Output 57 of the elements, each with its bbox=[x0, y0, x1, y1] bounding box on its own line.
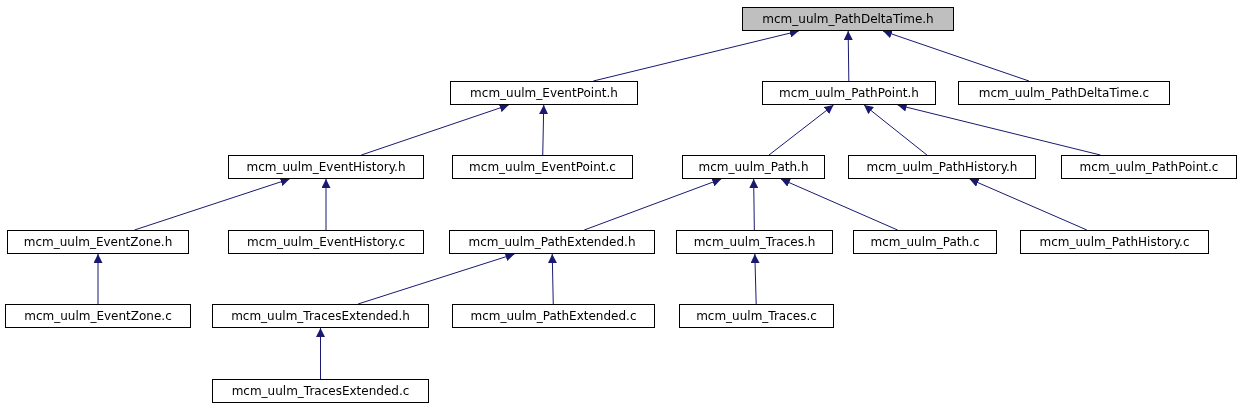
file-name: mcm_uulm_Path.h bbox=[698, 160, 809, 174]
file-name: mcm_uulm_PathHistory.h bbox=[866, 160, 1018, 174]
file-box bbox=[682, 155, 825, 179]
file-box bbox=[676, 230, 833, 254]
arrow bbox=[360, 103, 510, 156]
file-name: mcm_uulm_PathDeltaTime.h bbox=[762, 12, 934, 26]
file-box bbox=[742, 7, 954, 31]
arrow bbox=[134, 177, 290, 231]
file-name: mcm_uulm_PathExtended.c bbox=[470, 309, 637, 323]
file-name: mcm_uulm_Traces.c bbox=[696, 309, 817, 323]
file-name: mcm_uulm_EventZone.c bbox=[24, 309, 172, 323]
file-name: mcm_uulm_TracesExtended.h bbox=[231, 309, 410, 323]
arrow bbox=[768, 104, 834, 156]
arrow bbox=[93, 253, 103, 305]
file-box bbox=[762, 81, 936, 105]
file-name: mcm_uulm_TracesExtended.c bbox=[231, 384, 410, 398]
file-box bbox=[228, 230, 424, 254]
file-name: mcm_uulm_EventHistory.c bbox=[247, 235, 405, 249]
file-box bbox=[848, 155, 1036, 179]
arrow bbox=[780, 178, 899, 231]
file-name: mcm_uulm_EventPoint.h bbox=[470, 86, 618, 100]
arrow bbox=[969, 178, 1088, 231]
arrow bbox=[882, 29, 1030, 82]
file-box bbox=[7, 230, 189, 254]
arrow bbox=[539, 104, 549, 156]
arrow bbox=[357, 252, 515, 305]
file-box bbox=[679, 304, 834, 328]
file-box bbox=[853, 230, 997, 254]
file-box bbox=[212, 304, 429, 328]
file-name: mcm_uulm_EventZone.h bbox=[23, 235, 173, 249]
file-name: mcm_uulm_PathPoint.h bbox=[779, 86, 919, 100]
arrow bbox=[863, 104, 928, 156]
file-box bbox=[1020, 230, 1209, 254]
file-box bbox=[452, 304, 655, 328]
file-box bbox=[958, 81, 1170, 105]
arrow bbox=[321, 178, 331, 231]
file-box bbox=[228, 155, 424, 179]
arrow bbox=[843, 30, 853, 82]
file-box bbox=[5, 304, 191, 328]
file-name: mcm_uulm_PathDeltaTime.c bbox=[978, 86, 1150, 100]
file-name: mcm_uulm_EventPoint.c bbox=[469, 160, 616, 174]
arrow bbox=[547, 253, 557, 305]
file-name: mcm_uulm_EventHistory.h bbox=[246, 160, 406, 174]
arrow bbox=[583, 177, 722, 231]
file-name: mcm_uulm_PathHistory.c bbox=[1039, 235, 1190, 249]
file-box bbox=[452, 155, 633, 179]
arrow bbox=[750, 253, 760, 305]
file-box bbox=[1061, 155, 1237, 179]
arrow bbox=[749, 178, 759, 231]
file-box bbox=[450, 81, 638, 105]
file-box bbox=[212, 379, 429, 403]
file-name: mcm_uulm_PathPoint.c bbox=[1079, 160, 1219, 174]
file-name: mcm_uulm_Path.c bbox=[870, 235, 980, 249]
file-name: mcm_uulm_Traces.h bbox=[693, 235, 816, 249]
file-name: mcm_uulm_PathExtended.h bbox=[468, 235, 636, 249]
arrow bbox=[316, 327, 325, 380]
file-box bbox=[449, 230, 655, 254]
